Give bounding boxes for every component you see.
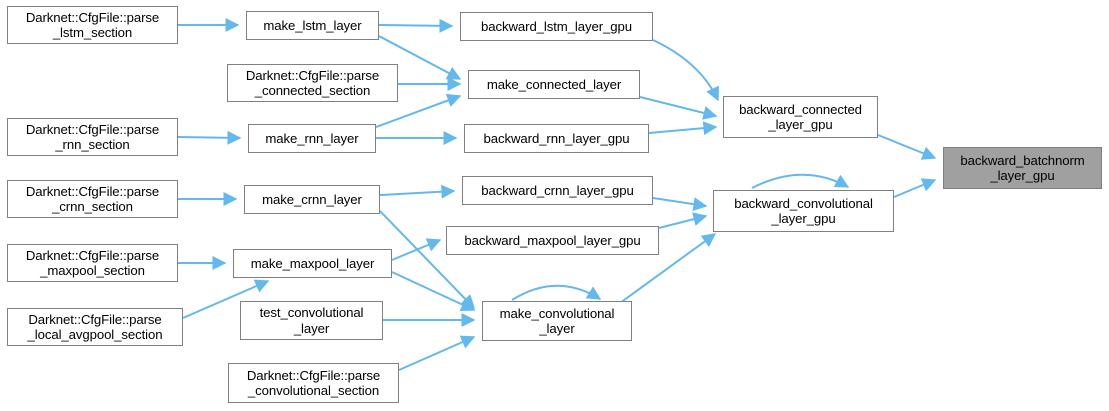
node-backward_connected_gpu[interactable]: backward_connected _layer_gpu (723, 96, 878, 138)
node-label: Darknet::CfgFile::parse _connected_secti… (245, 67, 380, 99)
node-backward_maxpool_gpu[interactable]: backward_maxpool_layer_gpu (446, 226, 659, 255)
edge-make_lstm-to-make_connected (378, 35, 462, 80)
edge-backward_crnn_gpu-to-backward_conv_gpu (652, 197, 708, 212)
edge-make_connected-to-backward_connected_gpu (639, 96, 718, 120)
edge-backward_conv_gpu-to-backward_conv_self (751, 173, 850, 189)
node-backward_rnn_gpu[interactable]: backward_rnn_layer_gpu (464, 124, 649, 153)
node-label: make_connected_layer (486, 76, 622, 92)
node-parse_lstm[interactable]: Darknet::CfgFile::parse _lstm_section (7, 6, 178, 44)
edge-backward_connected_gpu-to-backward_batchnorm_gpu (877, 134, 937, 160)
edge-make_crnn-to-make_conv (379, 210, 475, 310)
edge-make_maxpool-to-backward_maxpool_gpu (391, 238, 442, 261)
edge-make_conv-to-backward_conv_gpu (619, 233, 717, 304)
edge-make_maxpool-to-make_conv (391, 271, 476, 312)
node-label: make_rnn_layer (265, 130, 359, 146)
node-label: make_lstm_layer (263, 17, 362, 33)
node-make_connected[interactable]: make_connected_layer (468, 70, 640, 99)
node-backward_conv_gpu[interactable]: backward_convolutional _layer_gpu (713, 190, 894, 232)
node-parse_conv[interactable]: Darknet::CfgFile::parse _convolutional_s… (228, 363, 399, 403)
node-label: backward_lstm_layer_gpu (481, 18, 632, 34)
node-label: Darknet::CfgFile::parse _crnn_section (25, 183, 160, 215)
node-label: make_convolutional _layer (499, 305, 615, 337)
node-label: test_convolutional _layer (259, 305, 364, 336)
edge-parse_conv-to-make_conv (398, 335, 476, 371)
node-parse_rnn[interactable]: Darknet::CfgFile::parse _rnn_section (7, 118, 178, 156)
edge-make_crnn-to-backward_crnn_gpu (379, 184, 456, 199)
edge-backward_maxpool_gpu-to-backward_conv_gpu (658, 212, 708, 229)
edge-make_lstm-to-backward_lstm_gpu (378, 18, 454, 33)
node-label: backward_convolutional _layer_gpu (734, 195, 873, 227)
node-label: Darknet::CfgFile::parse _maxpool_section (25, 247, 160, 279)
edge-backward_rnn_gpu-to-backward_connected_gpu (648, 121, 718, 136)
node-make_lstm[interactable]: make_lstm_layer (246, 11, 379, 40)
edge-backward_lstm_gpu-to-backward_connected_gpu (652, 39, 719, 102)
node-label: Darknet::CfgFile::parse _convolutional_s… (246, 367, 381, 399)
node-parse_maxpool[interactable]: Darknet::CfgFile::parse _maxpool_section (7, 244, 178, 282)
node-label: backward_rnn_layer_gpu (483, 130, 630, 146)
node-backward_crnn_gpu[interactable]: backward_crnn_layer_gpu (462, 176, 653, 205)
node-label: backward_connected _layer_gpu (739, 101, 862, 133)
node-label: make_crnn_layer (262, 191, 362, 207)
node-parse_crnn[interactable]: Darknet::CfgFile::parse _crnn_section (7, 180, 178, 218)
node-make_conv[interactable]: make_convolutional _layer (482, 301, 632, 341)
edge-backward_conv_gpu-to-backward_batchnorm_gpu (893, 178, 937, 198)
node-parse_local_avgpool[interactable]: Darknet::CfgFile::parse _local_avgpool_s… (7, 308, 183, 346)
node-label: Darknet::CfgFile::parse _lstm_section (25, 9, 160, 41)
node-label: backward_maxpool_layer_gpu (464, 232, 641, 248)
edge-parse_local_avgpool-to-make_maxpool (182, 279, 270, 319)
node-label: backward_crnn_layer_gpu (481, 182, 634, 198)
node-parse_connected[interactable]: Darknet::CfgFile::parse _connected_secti… (227, 64, 398, 102)
edge-make_rnn-to-make_connected (375, 93, 462, 128)
node-make_maxpool[interactable]: make_maxpool_layer (233, 249, 392, 278)
node-backward_batchnorm_gpu[interactable]: backward_batchnorm _layer_gpu (943, 147, 1102, 189)
node-test_conv[interactable]: test_convolutional _layer (240, 301, 383, 340)
node-label: Darknet::CfgFile::parse _rnn_section (25, 121, 160, 153)
edge-parse_rnn-to-make_rnn (177, 130, 242, 145)
edge-make_conv-to-make_conv_self (511, 284, 602, 301)
node-backward_lstm_gpu[interactable]: backward_lstm_layer_gpu (460, 12, 653, 41)
node-make_rnn[interactable]: make_rnn_layer (248, 124, 376, 153)
edge-paths (177, 18, 937, 371)
node-label: backward_batchnorm _layer_gpu (960, 152, 1085, 184)
node-label: make_maxpool_layer (250, 255, 375, 271)
node-make_crnn[interactable]: make_crnn_layer (244, 185, 380, 214)
node-label: Darknet::CfgFile::parse _local_avgpool_s… (27, 311, 163, 343)
